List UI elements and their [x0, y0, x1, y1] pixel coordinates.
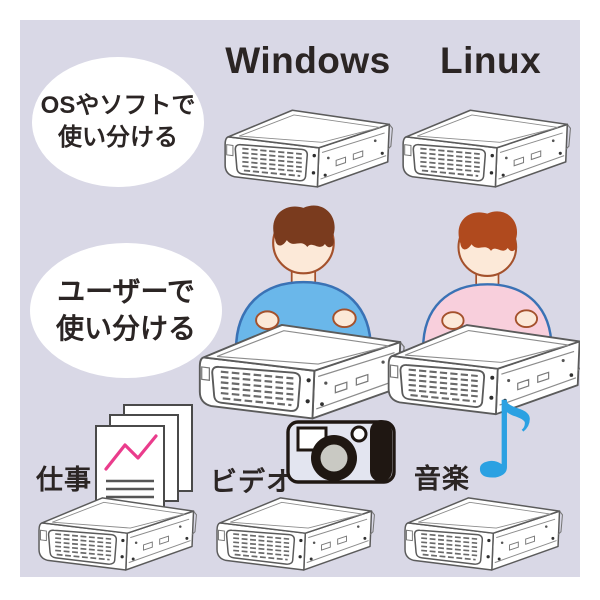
bubble-user-caption: ユーザーで 使い分ける: [30, 243, 222, 378]
linux-label: Linux: [440, 40, 542, 81]
music-label: 音楽: [414, 464, 470, 494]
bubble-user-line1: ユーザーで: [57, 275, 195, 307]
bubble-os-caption: OSやソフトで 使い分ける: [32, 57, 204, 187]
hdd-enclosure-music-icon: [402, 492, 564, 574]
user-blue-with-enclosure-icon: [198, 204, 406, 420]
document-stack-icon: [95, 404, 193, 513]
hdd-enclosure-video-icon: [214, 492, 376, 574]
windows-label: Windows: [225, 40, 391, 81]
hdd-enclosure-windows-icon: [222, 104, 394, 192]
bubble-os-line1: OSやソフトで: [40, 92, 196, 120]
video-camera-icon: [286, 420, 396, 484]
work-label: 仕事: [36, 465, 92, 495]
video-label: ビデオ: [210, 467, 294, 497]
lavender-panel: OSやソフトで 使い分ける Windows Linux ユーザーで 使い分ける: [20, 20, 580, 577]
user-pink-with-enclosure-icon: [387, 210, 580, 416]
hdd-enclosure-work-icon: [36, 492, 198, 574]
music-note-icon: ♪: [471, 379, 539, 502]
hdd-enclosure-linux-icon: [400, 104, 572, 192]
bubble-os-line2: 使い分ける: [58, 124, 178, 151]
bubble-user-line2: 使い分ける: [55, 312, 196, 344]
